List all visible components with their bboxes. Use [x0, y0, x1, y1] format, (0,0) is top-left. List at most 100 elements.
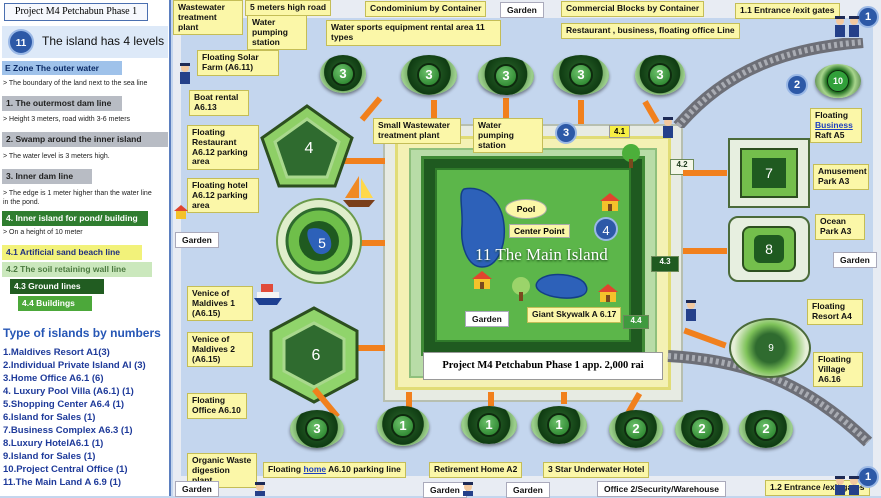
- island-10: 10: [815, 64, 861, 98]
- island-3-badge: 3: [555, 122, 577, 144]
- floating-business-label: Floating Business Raft A5: [810, 108, 862, 144]
- pond-east: [535, 273, 588, 299]
- retirement-home-label: Retirement Home A2: [429, 462, 523, 478]
- island-8: 8: [728, 216, 810, 282]
- note-water: > The water level is 3 meters high.: [3, 153, 110, 160]
- island-7-number: 7: [752, 158, 786, 188]
- island-10-number: 10: [827, 70, 849, 92]
- garden-right-label: Garden: [833, 252, 877, 268]
- project-title: Project M4 Petchabun Phase 1: [4, 3, 148, 21]
- floating-home-link[interactable]: home: [303, 464, 327, 474]
- organic-waste-label: Organic Waste digestion plant: [187, 453, 257, 489]
- island-pod: 3: [553, 55, 609, 95]
- island-type-item: 5.Shopping Center A6.4 (1): [3, 399, 125, 410]
- connector: [406, 392, 412, 408]
- underwater-hotel-label: 3 Star Underwater Hotel: [543, 462, 650, 478]
- island-6-hexagon: 6: [269, 306, 359, 404]
- levels-text: The island has 4 levels: [42, 34, 165, 48]
- floating-resort-label: Floating Resort A4: [807, 299, 863, 325]
- island-9: 9: [729, 318, 811, 378]
- connector: [578, 100, 584, 124]
- center-point-label: Center Point: [509, 224, 570, 238]
- note-boundary: > The boundary of the land next to the s…: [3, 80, 148, 87]
- island-pod: 2: [739, 410, 793, 448]
- police-icon: [180, 63, 190, 84]
- connector: [341, 158, 385, 164]
- island-type-item: 2.Individual Private Island AI (3): [3, 360, 146, 371]
- connector: [642, 100, 660, 124]
- floating-business-link[interactable]: Business: [815, 119, 853, 130]
- garden-top-label: Garden: [500, 2, 544, 18]
- inner-island-label: 4. Inner island for pond/ building: [2, 211, 148, 226]
- island-type-item: 7.Business Complex A6.3 (1): [3, 425, 133, 436]
- tag-4-1: 4.1: [609, 125, 631, 138]
- note-edge-1: > The edge is 1 meter higher than the wa…: [3, 190, 152, 197]
- office-gate-label: Office 2/Security/Warehouse: [597, 481, 726, 497]
- connector: [683, 170, 727, 176]
- police-icon: [663, 117, 673, 138]
- main-island-number: 11: [475, 245, 492, 264]
- skywalk-label: Giant Skywalk A 6.17: [527, 307, 622, 323]
- police-icon: [255, 482, 265, 496]
- island-type-item: 3.Home Office A6.1 (6): [3, 373, 104, 384]
- island-pod: 1: [531, 406, 587, 444]
- garden-bottom-1-label: Garden: [175, 481, 219, 497]
- island-2-badge: 2: [786, 74, 808, 96]
- boat-rental-label: Boat rental A6.13: [189, 90, 249, 116]
- floating-village-label: Floating Village A6.16: [813, 352, 863, 388]
- island-type-item: 6.Island for Sales (1): [3, 412, 96, 423]
- zone-e-label: E Zone The outer water: [2, 61, 122, 75]
- tag-4-3: 4.3: [651, 256, 679, 272]
- commercial-blocks-label: Commercial Blocks by Container: [561, 1, 705, 17]
- garden-left-label: Garden: [175, 232, 219, 248]
- floating-business-prefix: Floating: [815, 110, 849, 120]
- venice-1-label: Venice of Maldives 1 (A6.15): [187, 286, 253, 322]
- ground-lines-label: 4.3 Ground lines: [10, 279, 104, 294]
- amusement-park-label: Amusement Park A3: [813, 164, 869, 190]
- island-pod: 1: [461, 406, 517, 444]
- floating-home-prefix: Floating: [268, 464, 302, 474]
- garden-inner-label: Garden: [465, 311, 509, 327]
- floating-hotel-label: Floating hotel A6.12 parking area: [187, 178, 259, 214]
- island-type-item: 11.The Main Land A 6.9 (1): [3, 477, 122, 488]
- connector: [561, 392, 567, 404]
- sailboat-icon: [343, 176, 375, 207]
- pond-west: [460, 187, 506, 268]
- island-5-number: 5: [318, 235, 326, 251]
- floating-solar-label: Floating Solar Farm (A6.11): [197, 50, 279, 76]
- connector: [503, 98, 509, 124]
- entrance-badge-bottom: 1: [857, 466, 879, 488]
- connector: [488, 392, 494, 406]
- police-icon: [835, 16, 859, 37]
- island-8-number: 8: [754, 235, 784, 263]
- condominium-label: Condominium by Container: [365, 1, 487, 17]
- pool-villa-badge: 4: [594, 217, 618, 241]
- island-type-item: 10.Project Central Office (1): [3, 464, 128, 475]
- legend-panel: Project M4 Petchabun Phase 1 11 The isla…: [0, 0, 171, 496]
- police-icon: [686, 300, 696, 321]
- connector: [361, 240, 385, 246]
- island-pod: 3: [320, 55, 366, 93]
- soil-wall-label: 4.2 The soil retaining wall line: [2, 262, 152, 277]
- connector: [683, 327, 727, 349]
- note-height-10: > On a height of 10 meter: [3, 229, 83, 236]
- island-pod: 1: [377, 406, 429, 446]
- floating-restaurant-label: Floating Restaurant A6.12 parking area: [187, 125, 259, 171]
- small-wastewater-label: Small Wastewater treatment plant: [373, 118, 461, 144]
- buildings-label: 4.4 Buildings: [18, 296, 92, 311]
- ship-icon: [254, 284, 282, 305]
- pool-label: Pool: [505, 199, 547, 219]
- island-4-number: 4: [305, 140, 314, 157]
- levels-header: 11 The island has 4 levels: [2, 26, 168, 58]
- artificial-beach-label: 4.1 Artificial sand beach line: [2, 245, 142, 260]
- connector: [353, 345, 385, 351]
- water-pumping-inner-label: Water pumping station: [473, 118, 543, 154]
- island-pod: 2: [609, 410, 663, 448]
- connector: [683, 248, 727, 254]
- house-icon: [598, 284, 618, 302]
- police-icon: [835, 476, 859, 495]
- house-icon: [600, 193, 620, 211]
- entrance-1-1-label: 1.1 Entrance /exit gates: [735, 3, 840, 19]
- connector: [431, 100, 437, 124]
- bridge-top: [673, 38, 864, 128]
